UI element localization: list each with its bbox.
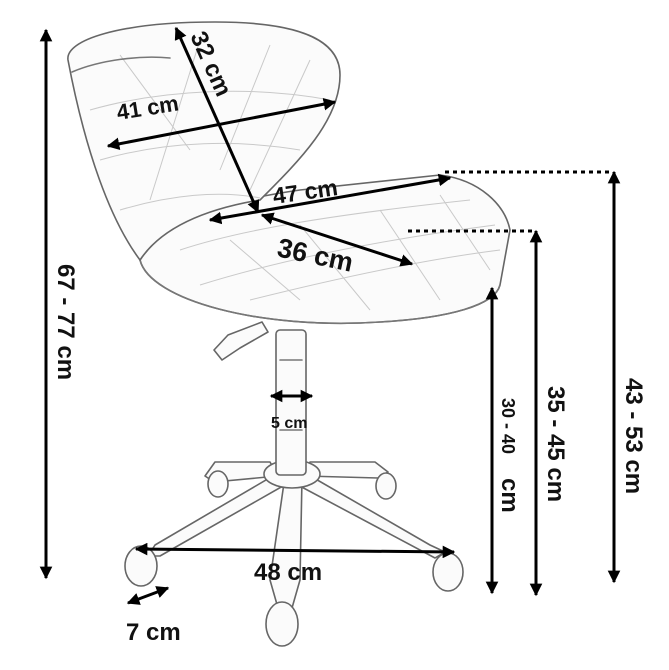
- seat-height-high-label: 43 - 53 cm: [620, 378, 647, 494]
- seat-height-low-label: 30 - 40: [498, 398, 518, 454]
- seat-depth-dimension-line: [260, 212, 414, 267]
- chair-column: [275, 329, 307, 476]
- seat-height-low-unit: cm: [496, 478, 523, 513]
- column-diameter-label: 5 cm: [271, 415, 307, 432]
- wheel-size-dimension-line: [126, 586, 170, 605]
- total-height-label: 67 - 77 cm: [52, 264, 79, 380]
- seat-height-mid-label: 35 - 45 cm: [542, 386, 569, 502]
- base-width-label: 48 cm: [254, 559, 322, 586]
- chair-wheels: [124, 470, 464, 647]
- seat-width-dimension-line: [208, 173, 452, 225]
- wheel-size-label: 7 cm: [126, 619, 181, 646]
- height-lever: [213, 321, 269, 361]
- backrest-width-dimension-line: [106, 97, 337, 151]
- base-width-dimension-line: [134, 542, 456, 559]
